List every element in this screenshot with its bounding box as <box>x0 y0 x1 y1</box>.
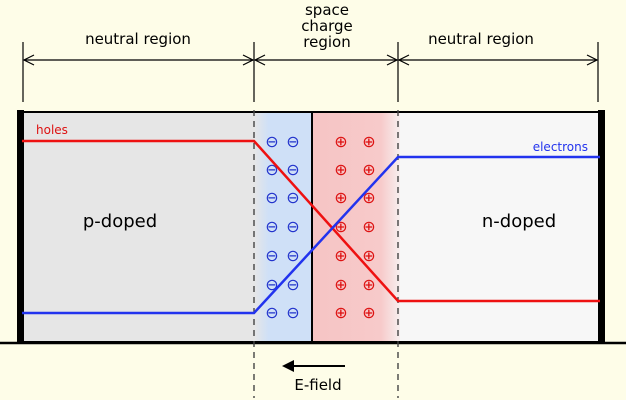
n-doped-region <box>400 112 600 342</box>
holes-label: holes <box>36 123 68 137</box>
negative-ion-icon: ⊖ <box>265 217 278 236</box>
negative-ion-icon: ⊖ <box>286 275 299 294</box>
negative-ion-icon: ⊖ <box>265 188 278 207</box>
positive-ion-icon: ⊕ <box>362 188 375 207</box>
negative-ion-icon: ⊖ <box>265 303 278 322</box>
negative-ions: ⊖⊖⊖⊖⊖⊖⊖⊖⊖⊖⊖⊖⊖⊖ <box>265 132 299 322</box>
space-charge-label-line1: space <box>305 1 349 19</box>
negative-ion-icon: ⊖ <box>286 132 299 151</box>
n-doped-label: n-doped <box>482 211 556 232</box>
positive-ion-icon: ⊕ <box>362 246 375 265</box>
positive-ion-icon: ⊕ <box>334 160 347 179</box>
negative-ion-icon: ⊖ <box>286 303 299 322</box>
neutral-left-arrow <box>22 54 255 66</box>
space-charge-label-line2: charge <box>301 17 353 35</box>
depletion-negative-region <box>254 112 312 342</box>
neutral-region-right-label: neutral region <box>428 30 534 48</box>
positive-ion-icon: ⊕ <box>362 275 375 294</box>
e-field-label: E-field <box>294 376 341 394</box>
negative-ion-icon: ⊖ <box>265 132 278 151</box>
right-electrode <box>598 110 605 344</box>
negative-ion-icon: ⊖ <box>265 275 278 294</box>
positive-ions: ⊕⊕⊕⊕⊕⊕⊕⊕⊕⊕⊕⊕⊕⊕ <box>334 132 375 322</box>
space-charge-label-line3: region <box>303 33 350 51</box>
electrons-curve <box>22 155 600 315</box>
positive-ion-icon: ⊕ <box>334 132 347 151</box>
negative-ion-icon: ⊖ <box>286 246 299 265</box>
positive-ion-icon: ⊕ <box>334 246 347 265</box>
neutral-right-arrow <box>397 54 599 66</box>
positive-ion-icon: ⊕ <box>334 188 347 207</box>
p-doped-label: p-doped <box>83 211 157 232</box>
space-charge-arrow <box>253 54 399 66</box>
positive-ion-icon: ⊕ <box>362 160 375 179</box>
p-doped-region <box>22 112 254 342</box>
holes-curve <box>22 139 600 303</box>
negative-ion-icon: ⊖ <box>286 217 299 236</box>
negative-ion-icon: ⊖ <box>265 246 278 265</box>
positive-ion-icon: ⊕ <box>334 303 347 322</box>
neutral-region-left-label: neutral region <box>85 30 191 48</box>
e-field-arrow <box>282 360 345 372</box>
positive-ion-icon: ⊕ <box>362 217 375 236</box>
depletion-positive-region <box>312 112 404 342</box>
negative-ion-icon: ⊖ <box>286 188 299 207</box>
negative-ion-icon: ⊖ <box>286 160 299 179</box>
electrons-label: electrons <box>533 140 588 154</box>
positive-ion-icon: ⊕ <box>362 303 375 322</box>
positive-ion-icon: ⊕ <box>362 132 375 151</box>
positive-ion-icon: ⊕ <box>334 275 347 294</box>
left-electrode <box>17 110 24 344</box>
